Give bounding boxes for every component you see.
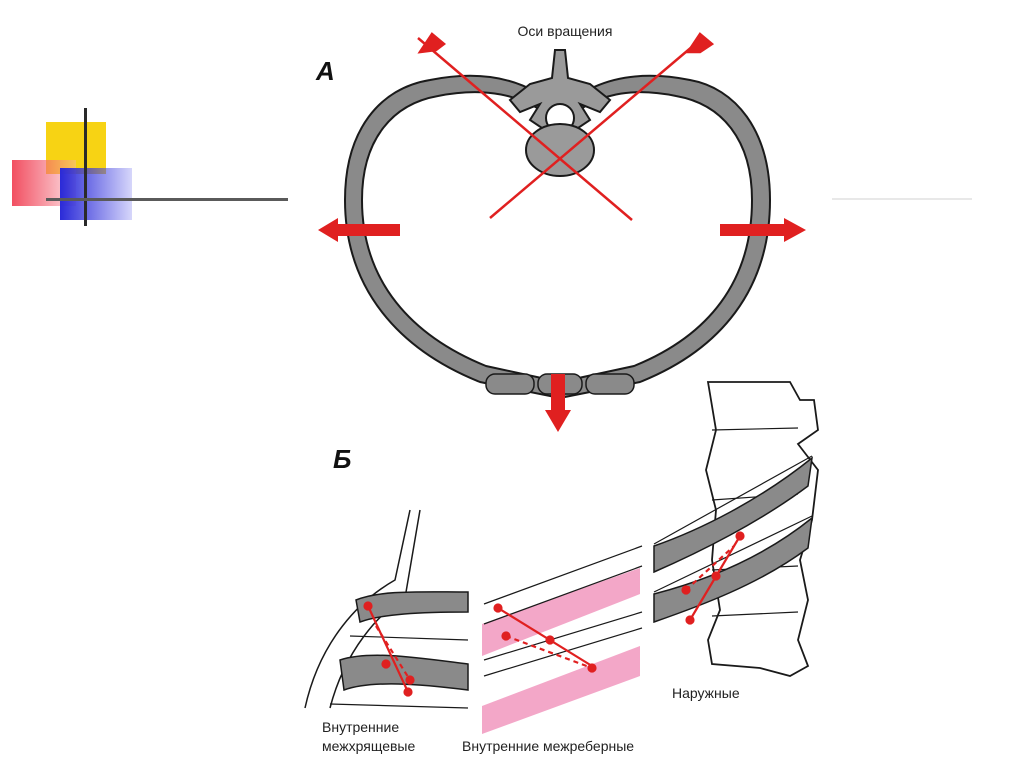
expansion-arrows	[318, 218, 806, 432]
left-rib-panel	[304, 509, 469, 709]
internal-intercostal-label: Внутренние межреберные	[462, 738, 634, 754]
decor-faint-line	[832, 198, 972, 200]
external-label: Наружные	[672, 685, 740, 701]
middle-rib-panel	[482, 545, 643, 734]
decor-blue-square	[60, 168, 132, 220]
thorax-cross-section	[343, 74, 772, 400]
panel-a-label: A	[315, 56, 335, 86]
rotation-axes	[417, 32, 715, 221]
panel-b-label: Б	[333, 444, 351, 474]
vertebra	[508, 49, 612, 177]
internal-intercartilaginous-label-line1: Внутренние	[322, 719, 399, 735]
decor-vertical-line	[84, 108, 87, 226]
decor-horizontal-line	[46, 198, 288, 201]
internal-intercartilaginous-label-line2: межхрящевые	[322, 738, 415, 754]
right-rib-panel	[653, 381, 819, 677]
axes-of-rotation-label: Оси вращения	[518, 23, 613, 39]
